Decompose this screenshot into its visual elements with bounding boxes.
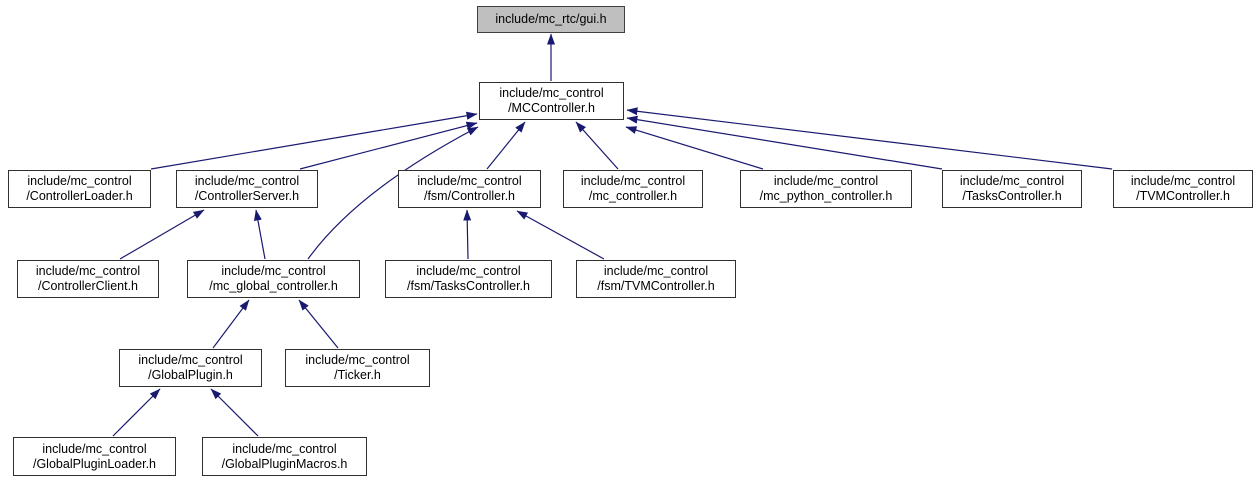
- edge-fsm-controller-to-mccontroller: [486, 121, 526, 170]
- node-globalplugin-h[interactable]: include/mc_control /GlobalPlugin.h: [119, 349, 262, 387]
- edge-globalpluginloader-to-globalplugin: [112, 388, 161, 437]
- edge-mc-global-controller-to-controllerserver: [253, 209, 266, 260]
- node-label: include/mc_control: [35, 264, 141, 278]
- node-label: /fsm/TVMController.h: [597, 279, 715, 293]
- node-label: /fsm/Controller.h: [423, 189, 515, 203]
- node-tvmcontroller-h[interactable]: include/mc_control /TVMController.h: [1113, 170, 1253, 208]
- node-label: include/mc_control: [580, 174, 686, 188]
- edge-controllerserver-to-mccontroller: [299, 121, 478, 170]
- node-label: include/mc_control: [499, 86, 604, 100]
- node-controllerloader-h[interactable]: include/mc_control /ControllerLoader.h: [8, 170, 151, 208]
- node-label: include/mc_rtc/gui.h: [495, 12, 607, 26]
- edge-globalpluginmacros-to-globalplugin: [210, 388, 259, 437]
- edge-tvmcontroller-to-mccontroller: [626, 107, 1113, 170]
- edge-mc-python-controller-to-mccontroller: [625, 126, 764, 170]
- node-gui-h[interactable]: include/mc_rtc/gui.h: [477, 6, 625, 33]
- node-label: include/mc_control: [1130, 174, 1236, 188]
- node-label: include/mc_control: [221, 264, 326, 278]
- edge-ticker-to-mc-global-controller: [298, 299, 339, 349]
- node-label: /GlobalPluginLoader.h: [32, 456, 156, 471]
- node-label: /ControllerLoader.h: [26, 189, 133, 203]
- node-mccontroller-h[interactable]: include/mc_control /MCController.h: [479, 82, 624, 120]
- edge-globalplugin-to-mc-global-controller: [212, 299, 250, 349]
- node-label: include/mc_control: [194, 174, 300, 188]
- node-mc-controller-h[interactable]: include/mc_control /mc_controller.h: [563, 170, 703, 208]
- node-ticker-h[interactable]: include/mc_control /Ticker.h: [285, 349, 430, 387]
- node-label: include/mc_control: [305, 353, 410, 367]
- node-label: /Ticker.h: [334, 368, 381, 382]
- edge-fsm-tvmcontroller-to-fsm-controller: [516, 210, 605, 260]
- node-label: include/mc_control: [42, 441, 147, 456]
- node-label: /fsm/TasksController.h: [407, 279, 530, 293]
- node-label: /mc_controller.h: [588, 189, 678, 203]
- edge-controllerclient-to-controllerserver: [119, 209, 205, 260]
- node-label: include/mc_control: [603, 264, 709, 278]
- node-fsm-tvmcontroller-h[interactable]: include/mc_control /fsm/TVMController.h: [576, 260, 736, 298]
- node-label: include/mc_control: [27, 174, 132, 188]
- node-fsm-controller-h[interactable]: include/mc_control /fsm/Controller.h: [398, 170, 541, 208]
- edge-controllerloader-to-mccontroller: [150, 111, 478, 170]
- node-globalpluginmacros-h[interactable]: include/mc_control /GlobalPluginMacros.h: [202, 437, 367, 476]
- node-label: include/mc_control: [773, 174, 879, 188]
- node-mc-global-controller-h[interactable]: include/mc_control /mc_global_controller…: [187, 260, 360, 298]
- node-label: include/mc_control: [232, 441, 337, 456]
- node-label: include/mc_control: [138, 353, 243, 367]
- node-label: /ControllerServer.h: [194, 189, 300, 203]
- node-label: include/mc_control: [959, 174, 1065, 188]
- node-globalpluginloader-h[interactable]: include/mc_control /GlobalPluginLoader.h: [13, 437, 176, 476]
- node-label: /TasksController.h: [962, 189, 1062, 203]
- node-label: /GlobalPluginMacros.h: [221, 456, 348, 471]
- node-label: /TVMController.h: [1136, 189, 1230, 203]
- node-fsm-taskscontroller-h[interactable]: include/mc_control /fsm/TasksController.…: [385, 260, 552, 298]
- node-controllerserver-h[interactable]: include/mc_control /ControllerServer.h: [176, 170, 318, 208]
- node-label: include/mc_control: [416, 264, 521, 278]
- node-mc-python-controller-h[interactable]: include/mc_control /mc_python_controller…: [740, 170, 912, 208]
- edge-fsm-taskscontroller-to-fsm-controller: [463, 209, 472, 260]
- node-taskscontroller-h[interactable]: include/mc_control /TasksController.h: [942, 170, 1082, 208]
- node-label: /MCController.h: [508, 101, 595, 115]
- edge-mc-controller-to-mccontroller: [575, 121, 619, 170]
- node-label: include/mc_control: [417, 174, 522, 188]
- node-controllerclient-h[interactable]: include/mc_control /ControllerClient.h: [17, 260, 159, 298]
- node-label: /mc_global_controller.h: [209, 279, 338, 293]
- node-label: /mc_python_controller.h: [759, 189, 893, 203]
- node-label: /ControllerClient.h: [37, 279, 139, 293]
- node-label: /GlobalPlugin.h: [148, 368, 233, 382]
- edge-taskscontroller-to-mccontroller: [626, 115, 943, 170]
